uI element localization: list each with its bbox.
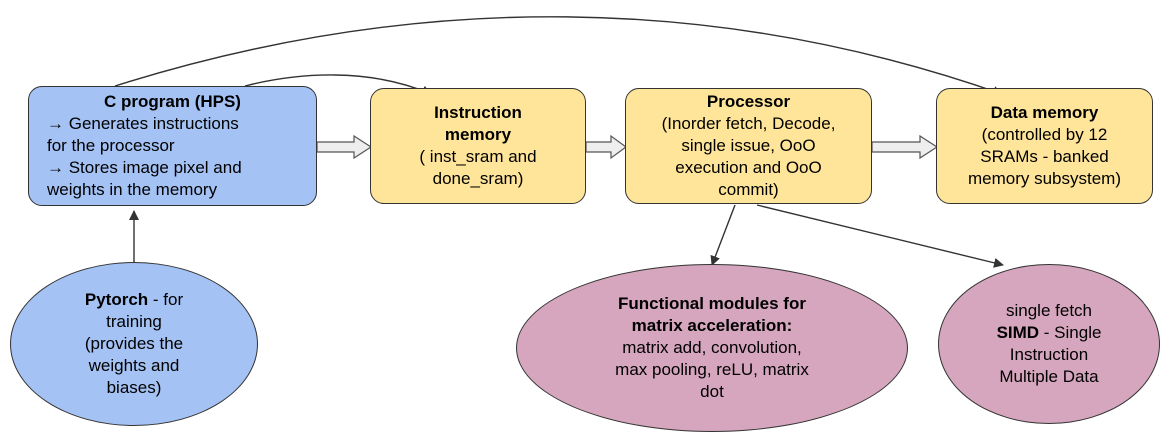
pytorch-line: biases) (106, 378, 162, 397)
processor-node: Processor (Inorder fetch, Decode, single… (625, 88, 872, 204)
simd-line: Instruction (1009, 345, 1089, 364)
c-program-title: C program (HPS) (104, 92, 241, 111)
processor-line: single issue, OoO (681, 136, 816, 155)
c-program-line: weights in the memory (47, 180, 218, 199)
pytorch-heading: Pytorch - for (85, 289, 183, 311)
data-memory-line: (controlled by 12 (981, 125, 1108, 144)
instruction-memory-node: Instruction memory ( inst_sram and done_… (370, 88, 586, 204)
c-program-line: → Stores image pixel and (47, 158, 242, 177)
processor-line: execution and OoO (675, 158, 822, 177)
processor-line: (Inorder fetch, Decode, (661, 114, 836, 133)
simd-line: single fetch (1006, 301, 1092, 320)
instruction-memory-line: ( inst_sram and (419, 147, 537, 166)
c-program-node: C program (HPS) → Generates instructions… (28, 86, 317, 206)
functional-modules-line: matrix add, convolution, (622, 338, 802, 357)
functional-modules-line: dot (700, 382, 724, 401)
instruction-memory-line: done_sram) (432, 169, 524, 188)
simd-heading: SIMD - Single (997, 322, 1102, 344)
curved-arrow-to-instruction-memory (244, 74, 432, 96)
pytorch-line: weights and (88, 356, 180, 375)
instruction-memory-title: Instruction (434, 103, 522, 122)
processor-line: commit) (718, 180, 779, 199)
data-memory-line: SRAMs - banked (980, 147, 1109, 166)
processor-title: Processor (706, 92, 791, 111)
functional-modules-line: max pooling, reLU, matrix (615, 360, 809, 379)
simd-bold: SIMD (996, 323, 1040, 342)
simd-heading-rest: - Single (1039, 323, 1102, 342)
hollow-arrow-cprogram-to-instruction (316, 134, 373, 160)
instruction-memory-title: memory (444, 125, 512, 144)
pytorch-heading-rest: - for (148, 290, 184, 309)
functional-modules-node: Functional modules for matrix accelerati… (516, 264, 908, 432)
simd-line: Multiple Data (999, 367, 1099, 386)
pytorch-node: Pytorch - for training (provides the wei… (10, 262, 258, 426)
c-program-line: for the processor (47, 136, 175, 155)
data-memory-node: Data memory (controlled by 12 SRAMs - ba… (936, 88, 1153, 204)
pytorch-line: (provides the (84, 334, 184, 353)
functional-modules-title: Functional modules for (618, 294, 806, 313)
arrow-processor-to-functional-modules (710, 204, 736, 266)
simd-node: single fetch SIMD - Single Instruction M… (938, 264, 1160, 424)
c-program-line: → Generates instructions (47, 114, 239, 133)
data-memory-line: memory subsystem) (967, 169, 1122, 188)
pytorch-bold: Pytorch (84, 290, 149, 309)
data-memory-title: Data memory (990, 103, 1099, 122)
functional-modules-title: matrix acceleration: (631, 316, 793, 335)
hollow-arrow-instruction-to-processor (585, 134, 628, 160)
pytorch-line: training (106, 312, 162, 331)
arrow-processor-to-simd (756, 204, 1004, 268)
curved-arrow-to-data-memory (114, 16, 1003, 96)
hollow-arrow-processor-to-datamemory (871, 134, 939, 160)
